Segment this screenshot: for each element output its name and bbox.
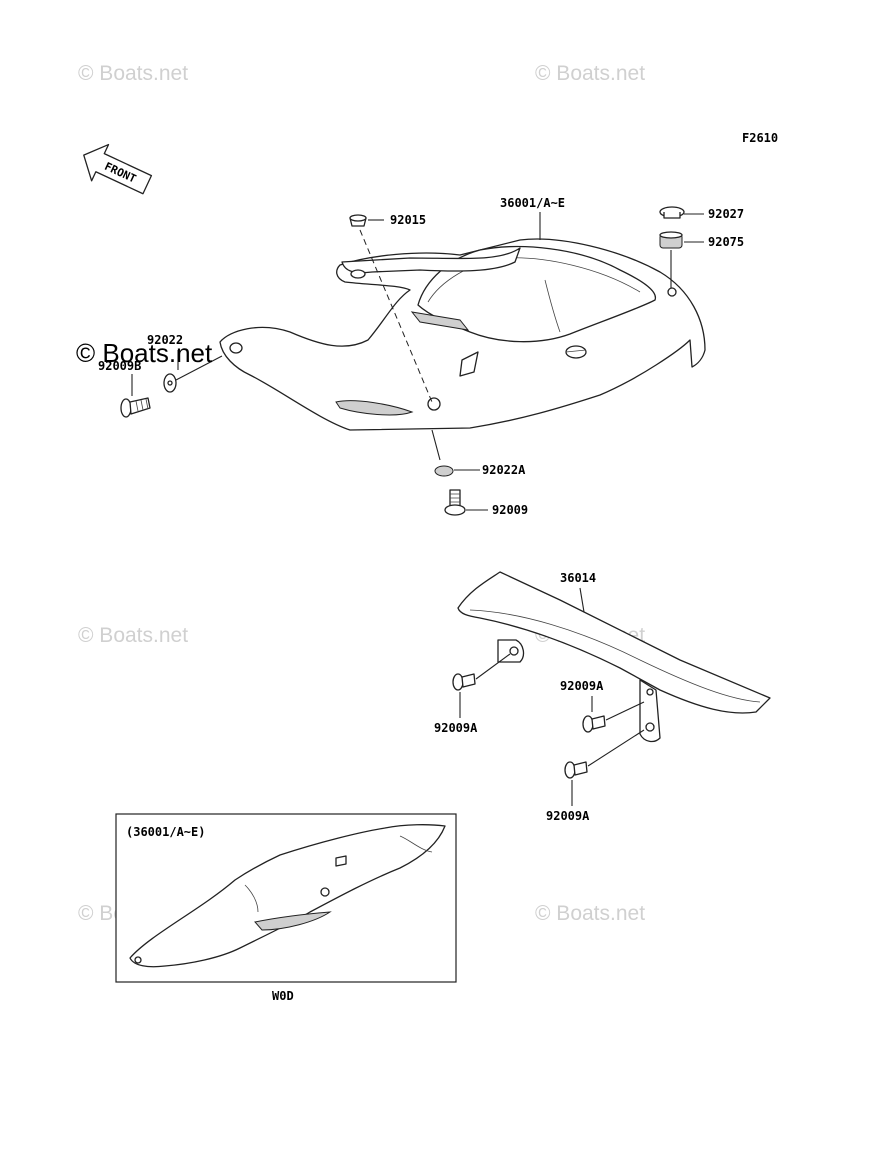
rubber-92075-part <box>659 231 683 249</box>
grommet-92015-part <box>349 214 367 227</box>
watermarks: © Boats.net © Boats.net © Boats.net © Bo… <box>78 62 645 925</box>
washer-92022A-part <box>434 465 454 477</box>
inset-box: (36001/A~E) <box>115 813 457 983</box>
part-label-36001: 36001/A~E <box>500 196 565 210</box>
bolt-92009B-part <box>120 397 151 418</box>
part-label-92022A: 92022A <box>482 463 526 477</box>
part-label-36014: 36014 <box>560 571 596 585</box>
front-arrow-icon: FRONT <box>83 143 153 195</box>
watermark: © Boats.net <box>78 624 188 647</box>
watermark: © Boats.net <box>535 902 645 925</box>
figure-code: F2610 <box>742 131 778 145</box>
cap-92027-part <box>659 206 685 219</box>
part-label-92009A-1: 92009A <box>434 721 478 735</box>
part-label-92009: 92009 <box>492 503 528 517</box>
part-label-92009A-2: 92009A <box>560 679 604 693</box>
inset-caption: W0D <box>272 989 294 1003</box>
bolt-92009A-part <box>452 673 476 691</box>
part-label-92009A-3: 92009A <box>546 809 590 823</box>
part-label-92022: 92022 <box>147 333 183 347</box>
watermark-strong: © Boats.net <box>76 338 213 368</box>
part-label-92027: 92027 <box>708 207 744 221</box>
bolt-92009-part <box>444 489 466 516</box>
seat-cover-variant-part <box>129 824 446 968</box>
part-label-92009B: 92009B <box>98 359 141 373</box>
washer-92022-part <box>163 373 177 393</box>
seat-cover-part <box>219 238 706 431</box>
chain-cover-part <box>457 571 771 743</box>
watermark: © Boats.net <box>78 62 188 85</box>
inset-title: (36001/A~E) <box>126 825 205 839</box>
part-label-92015: 92015 <box>390 213 426 227</box>
bolt-92009A-part <box>564 761 588 779</box>
watermark: © Boats.net <box>535 62 645 85</box>
part-label-92075: 92075 <box>708 235 744 249</box>
bolt-92009A-part <box>582 715 606 733</box>
